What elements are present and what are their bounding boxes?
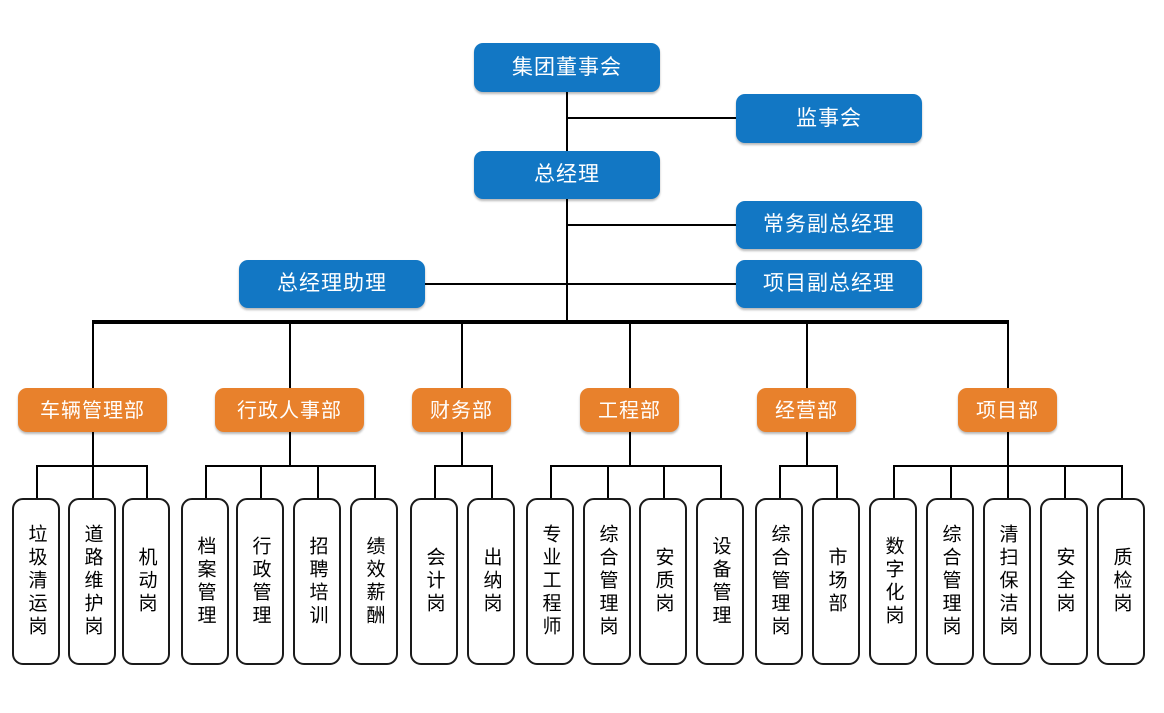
- connector-dept-1-leaf-0: [205, 465, 207, 498]
- connector-dept-0-stem: [92, 432, 94, 465]
- leaf-dept-1-0[interactable]: 档案管理: [181, 498, 229, 665]
- node-department-0[interactable]: 车辆管理部: [18, 388, 167, 432]
- leaf-label: 市场部: [825, 547, 848, 616]
- leaf-dept-3-2[interactable]: 安质岗: [639, 498, 687, 665]
- connector-bus-to-dept-2: [461, 320, 463, 388]
- leaf-label: 出纳岗: [480, 547, 503, 616]
- connector-bus-to-dept-0: [92, 320, 94, 388]
- connector-dept-4-leaf-0: [779, 465, 781, 498]
- connector-dept-5-leaf-0: [893, 465, 895, 498]
- node-board-of-directors[interactable]: 集团董事会: [474, 43, 660, 92]
- connector-dept-2-leaf-0: [434, 465, 436, 498]
- connector-bus-to-dept-4: [806, 320, 808, 388]
- leaf-label: 会计岗: [423, 547, 446, 616]
- leaf-dept-0-1[interactable]: 道路维护岗: [68, 498, 116, 665]
- leaf-dept-0-0[interactable]: 垃圾清运岗: [12, 498, 60, 665]
- leaf-label: 招聘培训: [306, 535, 329, 628]
- leaf-dept-0-2[interactable]: 机动岗: [122, 498, 170, 665]
- connector-dept-3-leaf-1: [607, 465, 609, 498]
- leaf-label: 道路维护岗: [81, 524, 104, 639]
- node-project-deputy-gm[interactable]: 项目副总经理: [736, 260, 922, 308]
- connector-dept-5-leaf-1: [950, 465, 952, 498]
- leaf-label: 档案管理: [194, 535, 217, 628]
- node-department-2[interactable]: 财务部: [412, 388, 511, 432]
- subbus-dept-3: [550, 465, 720, 467]
- connector-dept-3-stem: [629, 432, 631, 465]
- leaf-label: 质检岗: [1110, 547, 1133, 616]
- leaf-dept-3-1[interactable]: 综合管理岗: [583, 498, 631, 665]
- node-supervisory-board[interactable]: 监事会: [736, 94, 922, 143]
- leaf-label: 绩效薪酬: [363, 535, 386, 628]
- leaf-dept-1-3[interactable]: 绩效薪酬: [350, 498, 398, 665]
- connector-dept-5-leaf-2: [1007, 465, 1009, 498]
- leaf-label: 专业工程师: [539, 524, 562, 639]
- subbus-dept-4: [779, 465, 836, 467]
- connector-bus-to-dept-1: [289, 320, 291, 388]
- connector-dept-2-stem: [461, 432, 463, 465]
- connector-dept-1-leaf-1: [260, 465, 262, 498]
- subbus-dept-2: [434, 465, 491, 467]
- connector-dept-3-leaf-0: [550, 465, 552, 498]
- leaf-dept-2-1[interactable]: 出纳岗: [467, 498, 515, 665]
- connector-dept-3-leaf-2: [663, 465, 665, 498]
- connector-dept-2-leaf-1: [491, 465, 493, 498]
- leaf-dept-3-3[interactable]: 设备管理: [696, 498, 744, 665]
- connector-dept-4-leaf-1: [836, 465, 838, 498]
- connector-bus-to-dept-5: [1007, 320, 1009, 388]
- connector-trunk-to-executive-deputy: [566, 224, 736, 226]
- leaf-label: 安全岗: [1053, 547, 1076, 616]
- node-department-1[interactable]: 行政人事部: [215, 388, 364, 432]
- connector-bus-to-dept-3: [629, 320, 631, 388]
- connector-dept-5-leaf-3: [1064, 465, 1066, 498]
- subbus-dept-1: [205, 465, 374, 467]
- leaf-label: 行政管理: [249, 535, 272, 628]
- node-department-3[interactable]: 工程部: [580, 388, 679, 432]
- node-gm-assistant[interactable]: 总经理助理: [239, 260, 425, 308]
- connector-dept-3-leaf-3: [720, 465, 722, 498]
- leaf-label: 综合管理岗: [939, 524, 962, 639]
- leaf-label: 垃圾清运岗: [25, 524, 48, 639]
- leaf-dept-2-0[interactable]: 会计岗: [410, 498, 458, 665]
- department-bus: [92, 320, 1008, 324]
- connector-dept-0-leaf-2: [146, 465, 148, 498]
- leaf-dept-5-4[interactable]: 质检岗: [1097, 498, 1145, 665]
- leaf-dept-5-3[interactable]: 安全岗: [1040, 498, 1088, 665]
- leaf-label: 机动岗: [135, 547, 158, 616]
- leaf-dept-5-1[interactable]: 综合管理岗: [926, 498, 974, 665]
- leaf-label: 安质岗: [652, 547, 675, 616]
- leaf-dept-1-2[interactable]: 招聘培训: [293, 498, 341, 665]
- connector-dept-5-leaf-4: [1121, 465, 1123, 498]
- connector-dept-1-leaf-3: [374, 465, 376, 498]
- leaf-dept-4-1[interactable]: 市场部: [812, 498, 860, 665]
- leaf-label: 设备管理: [709, 535, 732, 628]
- connector-assistant-to-trunk: [424, 283, 568, 285]
- leaf-label: 综合管理岗: [596, 524, 619, 639]
- leaf-label: 清扫保洁岗: [996, 524, 1019, 639]
- connector-dept-5-stem: [1007, 432, 1009, 465]
- leaf-dept-1-1[interactable]: 行政管理: [236, 498, 284, 665]
- connector-dept-0-leaf-0: [36, 465, 38, 498]
- node-general-manager[interactable]: 总经理: [474, 151, 660, 199]
- leaf-dept-5-2[interactable]: 清扫保洁岗: [983, 498, 1031, 665]
- leaf-label: 综合管理岗: [768, 524, 791, 639]
- leaf-dept-4-0[interactable]: 综合管理岗: [755, 498, 803, 665]
- connector-dept-0-leaf-1: [92, 465, 94, 498]
- node-department-5[interactable]: 项目部: [958, 388, 1057, 432]
- connector-gm-to-supervisory: [566, 117, 736, 119]
- connector-dept-1-leaf-2: [317, 465, 319, 498]
- connector-dept-4-stem: [806, 432, 808, 465]
- leaf-dept-3-0[interactable]: 专业工程师: [526, 498, 574, 665]
- leaf-label: 数字化岗: [882, 535, 905, 628]
- connector-board-to-gm: [566, 92, 568, 152]
- node-department-4[interactable]: 经营部: [757, 388, 856, 432]
- node-executive-deputy-gm[interactable]: 常务副总经理: [736, 201, 922, 249]
- leaf-dept-5-0[interactable]: 数字化岗: [869, 498, 917, 665]
- connector-gm-trunk: [566, 198, 568, 322]
- connector-trunk-to-project-deputy: [566, 283, 736, 285]
- connector-dept-1-stem: [289, 432, 291, 465]
